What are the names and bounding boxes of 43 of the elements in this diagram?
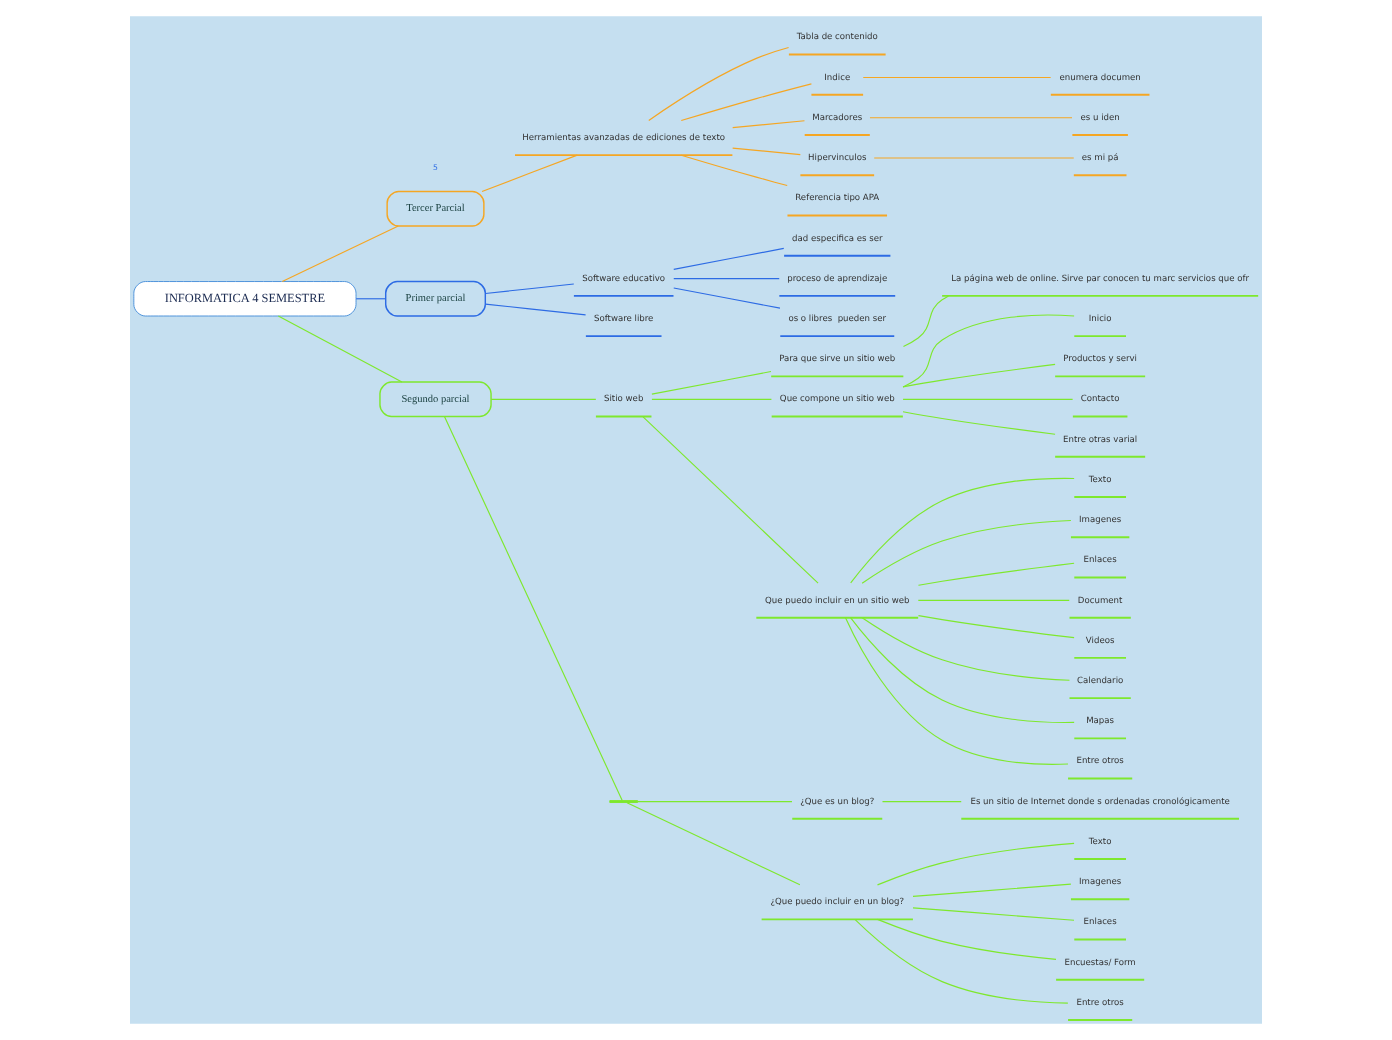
connector [484,303,587,316]
connector [673,278,780,280]
connector [912,907,1075,921]
connector [651,370,772,395]
connector [862,76,1052,79]
connector [850,477,1075,584]
connector [854,919,1069,1004]
connector [673,287,781,309]
connector [484,283,575,295]
connector [277,315,403,383]
connector [881,801,962,803]
connector [642,416,819,584]
connector [648,46,790,121]
connector [637,801,793,803]
connector [917,599,1070,602]
connector [443,416,623,801]
connector [912,883,1072,897]
connector [481,154,578,192]
connector [917,562,1075,586]
connector [902,398,1074,400]
connector [490,398,597,400]
connector [732,147,801,156]
connector [844,617,1069,765]
node-bar [609,800,639,803]
connector [680,83,812,122]
connector [902,411,1056,435]
connector [917,615,1075,639]
connector [876,918,1057,960]
connector [902,314,1075,388]
connector [850,617,1075,724]
connector [673,247,785,270]
connector [902,363,1056,388]
connector [861,617,1071,681]
connector [651,398,772,400]
connector [732,120,806,129]
connector [355,298,386,300]
connector [876,842,1075,886]
connector [902,295,950,348]
connector [680,154,788,187]
connector [281,225,399,282]
connector [861,519,1072,584]
connector [626,802,801,886]
connector [869,117,1073,119]
